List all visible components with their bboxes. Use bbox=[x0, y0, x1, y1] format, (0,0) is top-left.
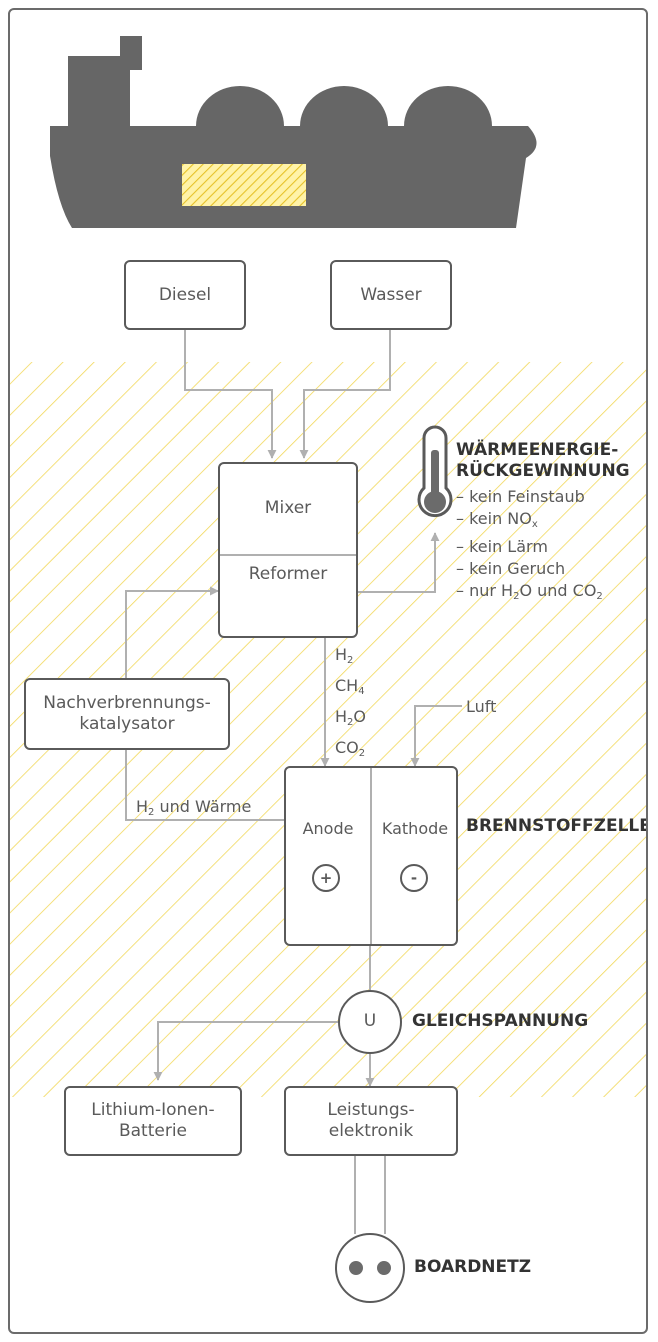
diesel-label: Diesel bbox=[159, 285, 211, 306]
electronics-label-line2: elektronik bbox=[329, 1121, 414, 1142]
dc-label: GLEICHSPANNUNG bbox=[412, 1011, 588, 1032]
benefit-item: – kein Feinstaub bbox=[456, 486, 603, 508]
battery-box: Lithium-Ionen- Batterie bbox=[64, 1086, 242, 1156]
water-box: Wasser bbox=[330, 260, 452, 330]
hydrogen-heat-label: H2 und Wärme bbox=[136, 796, 251, 823]
benefit-item: – kein NOx bbox=[456, 508, 603, 536]
benefit-item: – kein Geruch bbox=[456, 558, 603, 580]
electronics-label-line1: Leistungs- bbox=[327, 1100, 414, 1121]
electronics-to-grid-lines bbox=[355, 1154, 385, 1234]
anode-label: Anode bbox=[286, 818, 370, 839]
gas-output-list: H2 CH4 H2O CO2 bbox=[335, 642, 366, 766]
mixer-label: Mixer bbox=[220, 498, 356, 519]
thermometer-icon bbox=[419, 427, 451, 516]
cargo-tank-hatch bbox=[182, 164, 306, 206]
battery-label-line1: Lithium-Ionen- bbox=[91, 1100, 214, 1121]
power-electronics-box: Leistungs- elektronik bbox=[284, 1086, 458, 1156]
water-label: Wasser bbox=[360, 285, 421, 306]
heat-recovery-benefits: – kein Feinstaub – kein NOx – kein Lärm … bbox=[456, 486, 603, 608]
battery-label-line2: Batterie bbox=[119, 1121, 187, 1142]
minus-icon: - bbox=[400, 864, 428, 892]
grid-label: BOARDNETZ bbox=[414, 1257, 531, 1278]
catalyst-label-line1: Nachverbrennungs- bbox=[43, 693, 211, 714]
benefit-item: – kein Lärm bbox=[456, 536, 603, 558]
cathode-label: Kathode bbox=[372, 818, 458, 839]
reformer-label: Reformer bbox=[220, 564, 356, 585]
catalyst-label-line2: katalysator bbox=[79, 714, 174, 735]
dc-symbol: U bbox=[339, 1011, 401, 1032]
mixer-reformer-divider bbox=[220, 554, 356, 556]
fuel-cell-box: Anode Kathode + - bbox=[284, 766, 458, 946]
heat-recovery-title: WÄRMEENERGIE- RÜCKGEWINNUNG bbox=[456, 440, 630, 482]
diagram-frame: Diesel Wasser Mixer Reformer WÄRMEENERGI… bbox=[8, 8, 648, 1334]
diesel-box: Diesel bbox=[124, 260, 246, 330]
benefit-item: – nur H2O und CO2 bbox=[456, 580, 603, 608]
afterburner-catalyst-box: Nachverbrennungs- katalysator bbox=[24, 678, 230, 750]
plus-icon: + bbox=[312, 864, 340, 892]
air-label: Luft bbox=[466, 696, 496, 717]
mixer-reformer-box: Mixer Reformer bbox=[218, 462, 358, 638]
power-socket-icon bbox=[336, 1234, 404, 1302]
fuel-cell-title: BRENNSTOFFZELLE bbox=[466, 816, 648, 837]
cell-divider bbox=[370, 768, 372, 944]
